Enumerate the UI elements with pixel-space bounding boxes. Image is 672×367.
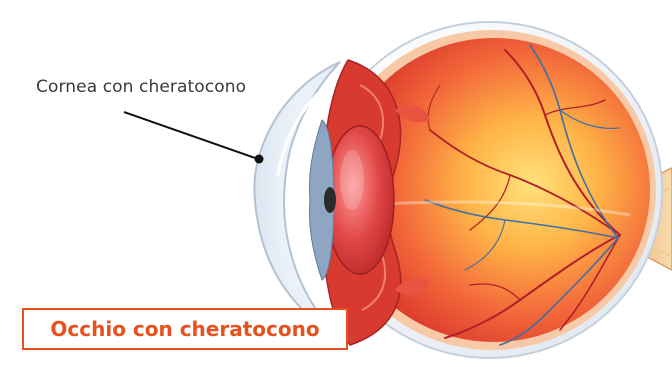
diagram-title: Occhio con cheratocono bbox=[50, 317, 319, 341]
pupil bbox=[324, 187, 336, 213]
title-box: Occhio con cheratocono bbox=[22, 308, 348, 350]
callout-marker-dot bbox=[255, 155, 264, 164]
lens-highlight bbox=[340, 150, 364, 210]
cornea-callout-label: Cornea con cheratocono bbox=[36, 77, 246, 97]
callout-line bbox=[124, 112, 258, 159]
